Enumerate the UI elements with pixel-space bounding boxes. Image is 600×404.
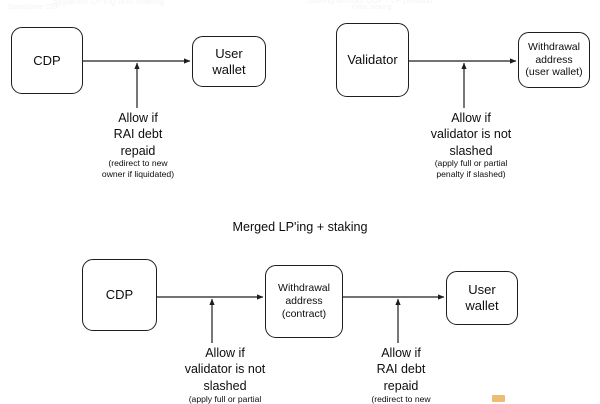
node-user-wallet-2[interactable]: User wallet bbox=[446, 271, 518, 325]
annotation-rai-debt-minor: (redirect to new owner if liquidated) bbox=[101, 158, 175, 179]
node-cdp-1[interactable]: CDP bbox=[11, 27, 83, 94]
clipped-title-top-right: Staking without CDP / LP position bbox=[306, 0, 433, 5]
node-label: User wallet bbox=[212, 45, 246, 77]
annotation-rai-debt-2-minor: (redirect to new bbox=[371, 394, 431, 404]
node-label: User wallet bbox=[465, 282, 499, 313]
annotation-not-slashed-2-major: Allow if validator is not slashed bbox=[184, 346, 266, 393]
clipped-subtitle-top-left: Standalone CDP bbox=[8, 4, 61, 11]
node-label: Withdrawal address (contract) bbox=[278, 282, 330, 320]
annotation-rai-debt-2-major: Allow if RAI debt repaid bbox=[376, 346, 426, 393]
annotation-not-slashed-major: Allow if validator is not slashed bbox=[430, 111, 512, 158]
watermark bbox=[492, 392, 509, 404]
watermark-logo-icon bbox=[492, 394, 505, 402]
node-label: CDP bbox=[33, 52, 61, 68]
node-withdrawal-address-user-wallet[interactable]: Withdrawal address (user wallet) bbox=[518, 32, 590, 88]
node-validator[interactable]: Validator bbox=[336, 23, 409, 97]
node-label: Validator bbox=[347, 52, 398, 68]
annotation-not-slashed-minor: (apply full or partial penalty if slashe… bbox=[434, 158, 508, 179]
clipped-title-top-left: Separate LP'ing and staking bbox=[52, 0, 165, 6]
node-withdrawal-address-contract[interactable]: Withdrawal address (contract) bbox=[265, 265, 343, 338]
clipped-subtitle-top-right: Plain staking bbox=[352, 4, 392, 11]
node-user-wallet-1[interactable]: User wallet bbox=[192, 36, 266, 87]
node-label: Withdrawal address (user wallet) bbox=[525, 40, 583, 79]
section-title-merged-lping-staking: Merged LP'ing + staking bbox=[232, 220, 368, 234]
node-label: CDP bbox=[105, 287, 134, 303]
node-cdp-2[interactable]: CDP bbox=[82, 259, 157, 331]
annotation-not-slashed-2-minor: (apply full or partial bbox=[188, 394, 262, 404]
annotation-rai-debt-major: Allow if RAI debt repaid bbox=[113, 111, 163, 158]
